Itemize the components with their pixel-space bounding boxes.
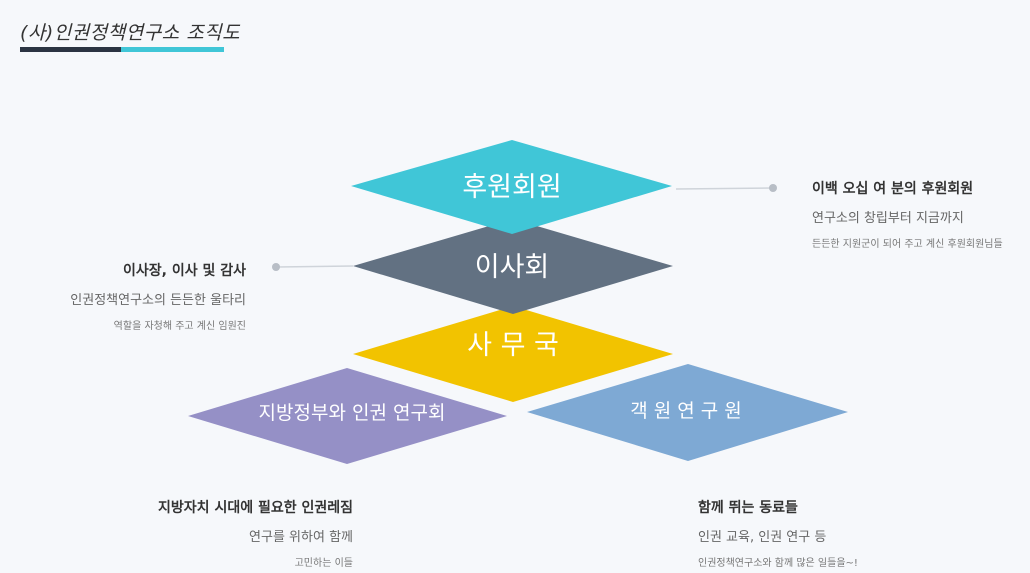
board-line2: 역할을 자청해 주고 계신 임원진 (113, 321, 246, 332)
visiting-researchers-line1: 인권 교육, 인권 연구 등 (698, 530, 827, 545)
title-underline-accent (121, 47, 224, 52)
supporters-diamond[interactable] (351, 140, 672, 234)
local-government-heading: 지방자치 시대에 필요한 인권레짐 (158, 500, 353, 516)
board-description: 이사장, 이사 및 감사 인권정책연구소의 든든한 울타리 역할을 자청해 주고… (70, 260, 246, 332)
board-label: 이사회 (475, 252, 550, 283)
supporters-line2: 든든한 지원군이 되어 주고 계신 후원회원님들 (812, 239, 1003, 250)
board-heading: 이사장, 이사 및 감사 (123, 263, 246, 279)
supporters-heading: 이백 오십 여 분의 후원회원 (812, 181, 974, 197)
local-government-diamond[interactable] (188, 368, 507, 464)
visiting-researchers-heading: 함께 뛰는 동료들 (698, 500, 798, 516)
title-underline-dark (20, 47, 121, 52)
local-government-description: 지방자치 시대에 필요한 인권레짐 연구를 위하여 함께 고민하는 이들 (158, 497, 353, 569)
board-connector-line (276, 265, 354, 268)
supporters-label: 후원회원 (462, 172, 561, 203)
secretariat-diamond[interactable] (353, 306, 673, 402)
local-government-line1: 연구를 위하여 함께 (249, 530, 353, 545)
secretariat-label: 사 무 국 (467, 330, 559, 361)
local-government-label: 지방정부와 인권 연구회 (259, 402, 446, 424)
visiting-researchers-description: 함께 뛰는 동료들 인권 교육, 인권 연구 등 인권정책연구소와 함께 많은 … (698, 497, 858, 569)
visiting-researchers-line2: 인권정책연구소와 함께 많은 일들을~! (698, 558, 858, 569)
supporters-description: 이백 오십 여 분의 후원회원 연구소의 창립부터 지금까지 든든한 지원군이 … (812, 178, 1003, 250)
visiting-researchers-diamond[interactable] (527, 364, 848, 461)
visiting-researchers-label: 객 원 연 구 원 (630, 400, 742, 422)
board-line1: 인권정책연구소의 든든한 울타리 (70, 293, 246, 308)
board-connector-dot (272, 263, 280, 271)
page-title: (사)인권정책연구소 조직도 (20, 22, 241, 44)
local-government-line2: 고민하는 이들 (294, 558, 353, 569)
supporters-connector-dot (769, 184, 777, 192)
supporters-line1: 연구소의 창립부터 지금까지 (812, 211, 964, 226)
supporters-connector-line (675, 187, 773, 190)
board-diamond[interactable] (353, 219, 673, 314)
